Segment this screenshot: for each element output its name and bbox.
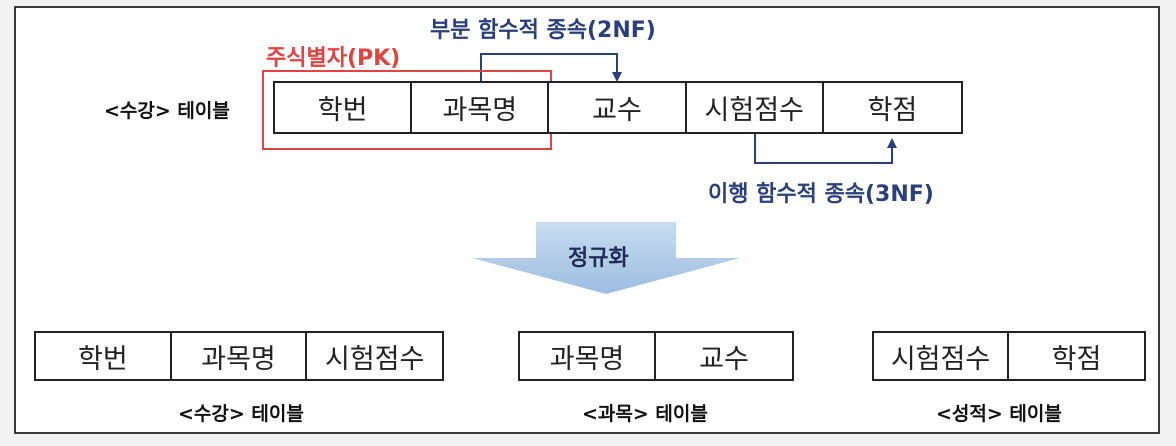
top-table: 학번 과목명 교수 시험점수 학점 xyxy=(273,81,963,134)
grade-table: 시험점수 학점 xyxy=(872,331,1146,381)
course-table-cell: 교수 xyxy=(699,343,749,375)
top-table-cell: 학점 xyxy=(867,95,918,126)
transitive-dependency-annotation: 이행 함수적 종속(3NF) xyxy=(708,182,934,207)
top-table-cell: 학번 xyxy=(275,83,413,132)
enrollment-table-cell: 과목명 xyxy=(172,333,308,379)
partial-dependency-annotation: 부분 함수적 종속(2NF) xyxy=(430,18,656,43)
grade-table-cell: 시험점수 xyxy=(874,333,1010,379)
normalization-arrow xyxy=(472,222,740,294)
enrollment-table-cell: 시험점수 xyxy=(324,343,425,375)
transitive-dependency-arrowhead xyxy=(887,138,897,148)
enrollment-table-cell: 학번 xyxy=(36,333,172,379)
course-table: 과목명 교수 xyxy=(518,331,794,381)
top-table-cell: 교수 xyxy=(549,83,687,132)
grade-table-cell: 학점 xyxy=(1051,343,1102,375)
normalization-label: 정규화 xyxy=(568,246,629,271)
course-table-label: <과목> 테이블 xyxy=(582,403,708,425)
pk-annotation: 주식별자(PK) xyxy=(266,46,401,71)
partial-dependency-arrow xyxy=(480,53,618,84)
transitive-dependency-arrow xyxy=(754,134,893,164)
top-table-label: <수강> 테이블 xyxy=(104,100,230,122)
grade-table-label: <성적> 테이블 xyxy=(936,403,1062,425)
enrollment-table: 학번 과목명 시험점수 xyxy=(34,331,444,381)
top-table-cell: 과목명 xyxy=(412,83,550,132)
partial-dependency-arrowhead xyxy=(612,72,622,82)
course-table-cell: 과목명 xyxy=(520,333,657,379)
top-table-cell: 시험점수 xyxy=(687,83,824,132)
enrollment-table-label: <수강> 테이블 xyxy=(178,403,304,425)
